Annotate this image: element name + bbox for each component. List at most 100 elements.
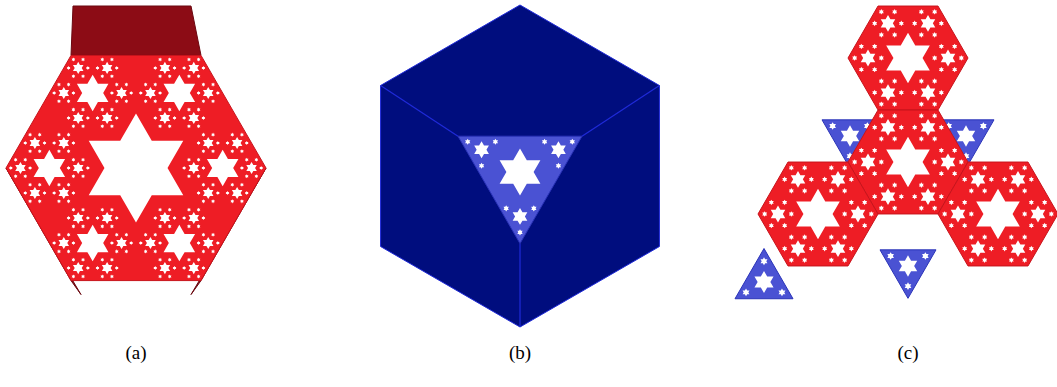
star-hole: [211, 199, 215, 203]
star-hole: [1009, 188, 1014, 194]
star-hole: [952, 171, 957, 177]
star-hole: [1029, 246, 1034, 252]
star-hole: [139, 91, 143, 95]
star-hole: [30, 187, 41, 199]
star-hole: [38, 183, 42, 187]
star-hole: [96, 66, 100, 70]
star-hole: [1011, 240, 1026, 257]
star-hole: [73, 62, 84, 74]
star-hole: [59, 237, 70, 249]
star-hole: [879, 113, 884, 119]
star-hole: [240, 133, 244, 137]
star-hole: [145, 87, 156, 99]
star-hole: [202, 233, 206, 237]
star-hole: [67, 66, 71, 70]
star-hole: [173, 116, 177, 120]
star-hole: [782, 200, 787, 206]
star-hole: [892, 113, 897, 119]
star-hole: [989, 246, 994, 252]
star-hole: [154, 233, 158, 237]
star-hole: [872, 148, 877, 154]
star-hole: [1029, 200, 1034, 206]
star-hole: [86, 166, 90, 170]
star-hole: [73, 112, 84, 124]
star-hole: [168, 74, 172, 78]
star-hole: [1022, 234, 1027, 240]
star-hole: [197, 124, 201, 128]
star-hole: [531, 205, 536, 211]
star-hole: [72, 158, 76, 162]
star-hole: [932, 205, 937, 211]
star-hole: [932, 55, 937, 61]
star-hole: [932, 78, 937, 84]
star-hole: [892, 78, 897, 84]
star-hole: [932, 113, 937, 119]
star-hole: [154, 99, 158, 103]
star-hole: [899, 21, 904, 27]
star-hole: [255, 158, 259, 162]
star-hole: [129, 91, 133, 95]
star-hole: [939, 148, 944, 154]
star-hole: [189, 62, 200, 74]
star-hole: [168, 124, 172, 128]
star-hole: [72, 241, 76, 245]
star-hole: [202, 199, 206, 203]
star-hole: [861, 50, 876, 67]
star-hole: [145, 237, 156, 249]
star-hole: [187, 224, 191, 228]
star-hole: [939, 90, 944, 96]
star-hole: [57, 133, 61, 137]
star-hole: [941, 50, 956, 67]
star-hole: [203, 87, 214, 99]
star-hole: [67, 199, 71, 203]
star-hole: [72, 74, 76, 78]
star-hole: [154, 83, 158, 87]
star-hole: [57, 83, 61, 87]
star-hole: [829, 234, 834, 240]
star-hole: [38, 149, 42, 153]
dark-face: [71, 6, 201, 55]
star-hole: [207, 150, 239, 186]
star-hole: [879, 159, 884, 165]
star-hole: [187, 124, 191, 128]
star-hole: [115, 116, 119, 120]
star-hole: [872, 67, 877, 73]
star-hole: [962, 177, 967, 183]
star-hole: [769, 223, 774, 229]
star-hole: [231, 133, 235, 137]
star-hole: [52, 191, 56, 195]
star-hole: [187, 74, 191, 78]
panel-c: [735, 6, 1057, 299]
star-hole: [72, 208, 76, 212]
star-hole: [14, 158, 17, 162]
star-hole: [504, 205, 509, 211]
star-hole: [951, 206, 966, 223]
star-hole: [154, 216, 158, 220]
star-hole: [144, 99, 148, 103]
star-hole: [892, 32, 897, 38]
star-hole: [969, 257, 974, 263]
panel-caption: (a): [125, 342, 146, 364]
star-hole: [949, 223, 954, 229]
star-hole: [72, 191, 76, 195]
star-hole: [551, 141, 566, 158]
star-hole: [89, 113, 184, 222]
star-hole: [912, 194, 917, 200]
star-hole: [872, 171, 877, 177]
star-hole: [769, 200, 774, 206]
star-hole: [789, 234, 794, 240]
star-hole: [849, 223, 854, 229]
star-hole: [168, 258, 172, 262]
star-hole: [939, 194, 944, 200]
star-hole: [962, 246, 967, 252]
star-hole: [211, 99, 215, 103]
star-hole: [245, 191, 249, 195]
star-hole: [101, 224, 105, 228]
star-hole: [144, 233, 148, 237]
star-hole: [72, 174, 76, 178]
star-hole: [34, 150, 66, 186]
star-hole: [28, 183, 32, 187]
star-hole: [879, 78, 884, 84]
star-hole: [67, 99, 71, 103]
star-hole: [110, 241, 114, 245]
